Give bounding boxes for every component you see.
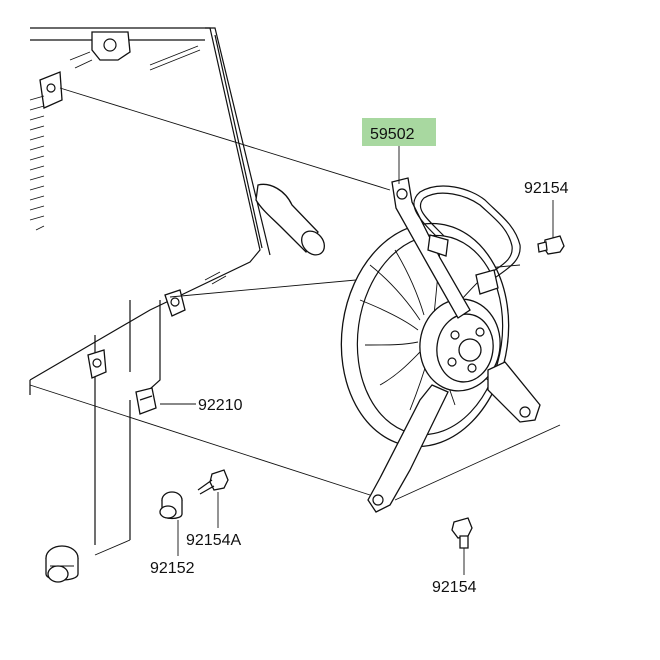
bolt-middle	[197, 469, 229, 528]
label-92210: 92210	[198, 397, 243, 414]
grommet	[45, 545, 79, 583]
leader-lines	[29, 87, 561, 556]
label-highlight	[362, 118, 436, 146]
label-92154A: 92154A	[186, 532, 241, 549]
label-92154-bottom: 92154	[432, 579, 477, 596]
fan-assembly	[340, 177, 541, 513]
clip	[135, 387, 196, 415]
bolt-bottom	[451, 517, 473, 575]
collar	[159, 491, 183, 556]
bolt-top-right	[537, 200, 565, 255]
label-92152: 92152	[150, 560, 195, 577]
label-92154-top: 92154	[524, 180, 569, 197]
part-label-59502: 59502	[362, 118, 436, 184]
label-59502: 59502	[370, 126, 415, 143]
